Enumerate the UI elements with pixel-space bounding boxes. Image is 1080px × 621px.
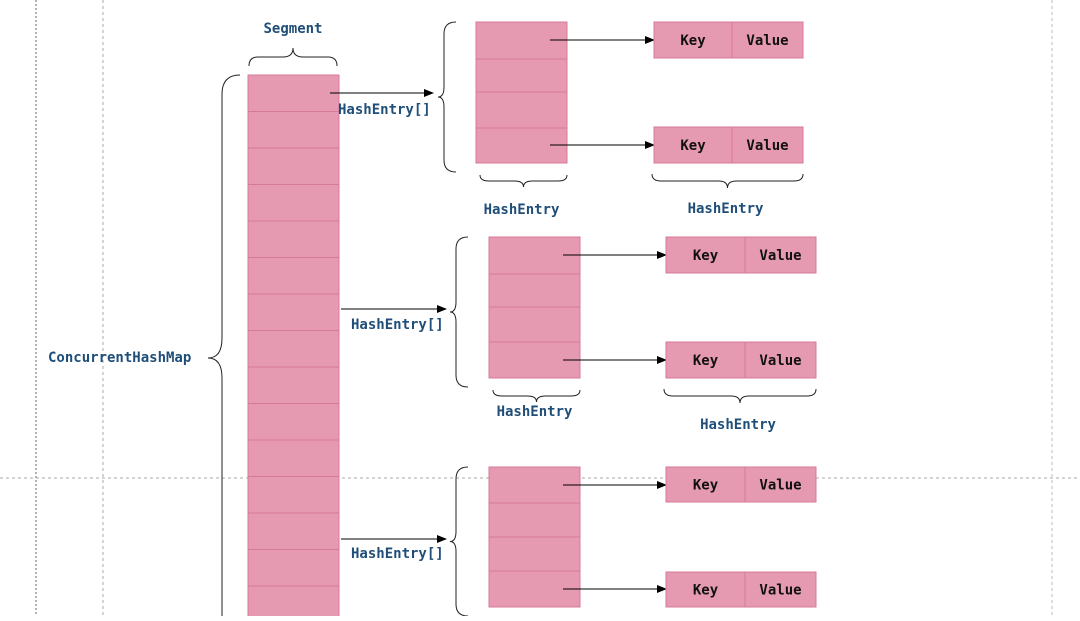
segment-cell — [247, 257, 340, 295]
segment-column — [247, 74, 340, 621]
hash-entry-brace — [479, 174, 568, 188]
key-value-node: Key Value — [665, 341, 817, 379]
key-label: Key — [680, 138, 706, 154]
value-label: Value — [746, 33, 788, 49]
hash-entry-array-brace — [437, 21, 457, 173]
segment-cell — [247, 585, 340, 621]
hash-entry-label: HashEntry — [484, 202, 560, 218]
value-cell — [744, 236, 817, 274]
hash-entry-cell — [475, 58, 568, 93]
segment-cell — [247, 366, 340, 404]
hash-entry-brace — [492, 389, 581, 403]
key-value-node: Key Value — [653, 126, 804, 164]
key-value-group-label: HashEntry — [688, 201, 764, 217]
segment-cell — [247, 439, 340, 477]
key-label: Key — [693, 248, 719, 264]
hash-entry-label: HashEntry — [497, 404, 573, 420]
key-cell — [665, 236, 746, 274]
key-cell — [665, 341, 746, 379]
hash-entry-cell — [475, 91, 568, 129]
segment-cell — [247, 74, 340, 112]
segment-cell — [247, 403, 340, 441]
key-cell — [653, 126, 733, 164]
value-label: Value — [746, 138, 788, 154]
hash-entry-array-label: HashEntry[] — [351, 546, 444, 562]
value-cell — [731, 21, 804, 59]
key-label: Key — [693, 478, 719, 494]
key-value-node: Key Value — [665, 236, 817, 274]
value-label: Value — [759, 478, 801, 494]
value-label: Value — [759, 353, 801, 369]
value-cell — [744, 571, 817, 608]
hash-entry-array-brace — [449, 236, 469, 388]
segment-cell — [247, 476, 340, 514]
hash-entry-array-label: HashEntry[] — [351, 317, 444, 333]
value-cell — [744, 466, 817, 503]
key-cell — [665, 466, 746, 503]
value-cell — [744, 341, 817, 379]
hash-entry-cell — [488, 273, 581, 308]
segment-cell — [247, 111, 340, 149]
segment-cell — [247, 184, 340, 222]
segment-cell — [247, 147, 340, 185]
key-label: Key — [693, 583, 719, 599]
key-value-brace — [663, 388, 817, 404]
hash-entry-cell — [488, 502, 581, 538]
segment-cell — [247, 549, 340, 587]
hash-entry-cell — [488, 306, 581, 343]
hash-entry-array-label: HashEntry[] — [338, 102, 431, 118]
segment-cell — [247, 293, 340, 331]
segment-label: Segment — [263, 21, 322, 37]
key-value-node: Key Value — [653, 21, 804, 59]
concurrent-hashmap-label: ConcurrentHashMap — [48, 350, 191, 366]
hash-entry-cell — [488, 536, 581, 572]
value-label: Value — [759, 248, 801, 264]
key-value-brace — [651, 173, 804, 189]
segment-brace — [248, 47, 338, 67]
key-value-node: Key Value — [665, 571, 817, 608]
value-label: Value — [759, 583, 801, 599]
segment-cell — [247, 512, 340, 550]
segment-cell — [247, 220, 340, 258]
key-label: Key — [693, 353, 719, 369]
concurrent-hashmap-brace — [207, 74, 241, 616]
key-value-node: Key Value — [665, 466, 817, 503]
value-cell — [731, 126, 804, 164]
key-cell — [665, 571, 746, 608]
segment-cell — [247, 330, 340, 368]
key-value-group-label: HashEntry — [700, 417, 776, 433]
hash-entry-array-brace — [449, 466, 469, 617]
key-label: Key — [680, 33, 706, 49]
